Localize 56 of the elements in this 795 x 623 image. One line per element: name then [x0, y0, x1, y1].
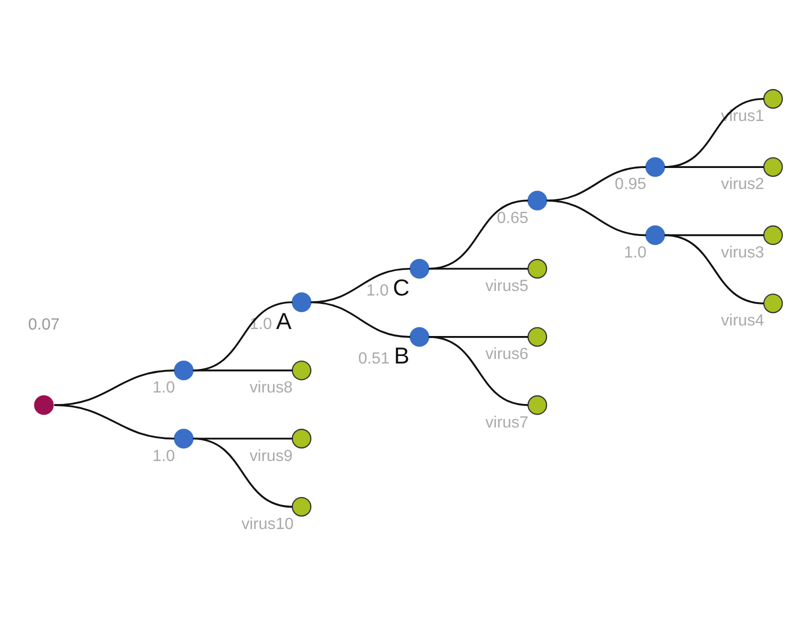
node-label: virus10: [241, 514, 294, 533]
connector: [192, 301, 292, 372]
node-circle: [174, 428, 194, 448]
node-circle: [528, 395, 548, 415]
node-circle: [292, 496, 312, 517]
node-label: virus8: [250, 378, 293, 397]
connector: [664, 234, 764, 304]
node-label: 0.51: [358, 350, 390, 368]
connector: [54, 404, 175, 440]
node-label: 1.0: [366, 281, 389, 300]
node-circle: [763, 294, 783, 314]
connector: [546, 166, 646, 202]
node-circle: [174, 360, 194, 380]
node-circle: [292, 428, 312, 448]
node-circle: [763, 89, 783, 109]
node-label: virus5: [485, 276, 528, 295]
node-label: virus9: [250, 446, 293, 465]
connector: [310, 268, 410, 304]
node-label: virus3: [721, 243, 764, 262]
label: 0.07: [28, 316, 60, 334]
connector: [428, 336, 528, 406]
connector: [546, 200, 646, 236]
node-circle: [410, 327, 430, 347]
node-label: 1.0: [152, 378, 175, 397]
node-circle: [410, 258, 430, 279]
node-circle: [34, 395, 54, 415]
connector: [428, 200, 528, 270]
connector: [192, 438, 292, 508]
node-label: virus6: [485, 345, 528, 364]
node-label: 0.65: [496, 208, 528, 227]
node-circle: [763, 157, 783, 177]
connector: [428, 268, 528, 270]
node-label: B: [394, 342, 410, 369]
node-label: C: [392, 274, 410, 300]
node-label: 1.0: [250, 314, 272, 333]
node-label: A: [276, 308, 292, 334]
node-circle: [528, 190, 548, 210]
node-label: 0.95: [614, 175, 646, 194]
connector: [192, 438, 292, 440]
node-circle: [763, 225, 783, 246]
connector: [192, 370, 292, 372]
node-label: 1.0: [624, 243, 646, 262]
connector: [664, 166, 764, 168]
node-label: virus2: [721, 175, 764, 194]
node-label: 1.0: [152, 446, 175, 465]
connector: [310, 301, 410, 338]
node-circle: [645, 225, 666, 246]
node-circle: [528, 258, 548, 279]
node-circle: [528, 327, 548, 347]
node-circle: [292, 292, 312, 312]
node-circle: [292, 360, 312, 380]
connector: [54, 370, 175, 406]
connector: [664, 98, 764, 168]
node-circle: [645, 157, 666, 177]
node-label: virus7: [485, 413, 528, 432]
node-label: virus4: [721, 312, 764, 330]
